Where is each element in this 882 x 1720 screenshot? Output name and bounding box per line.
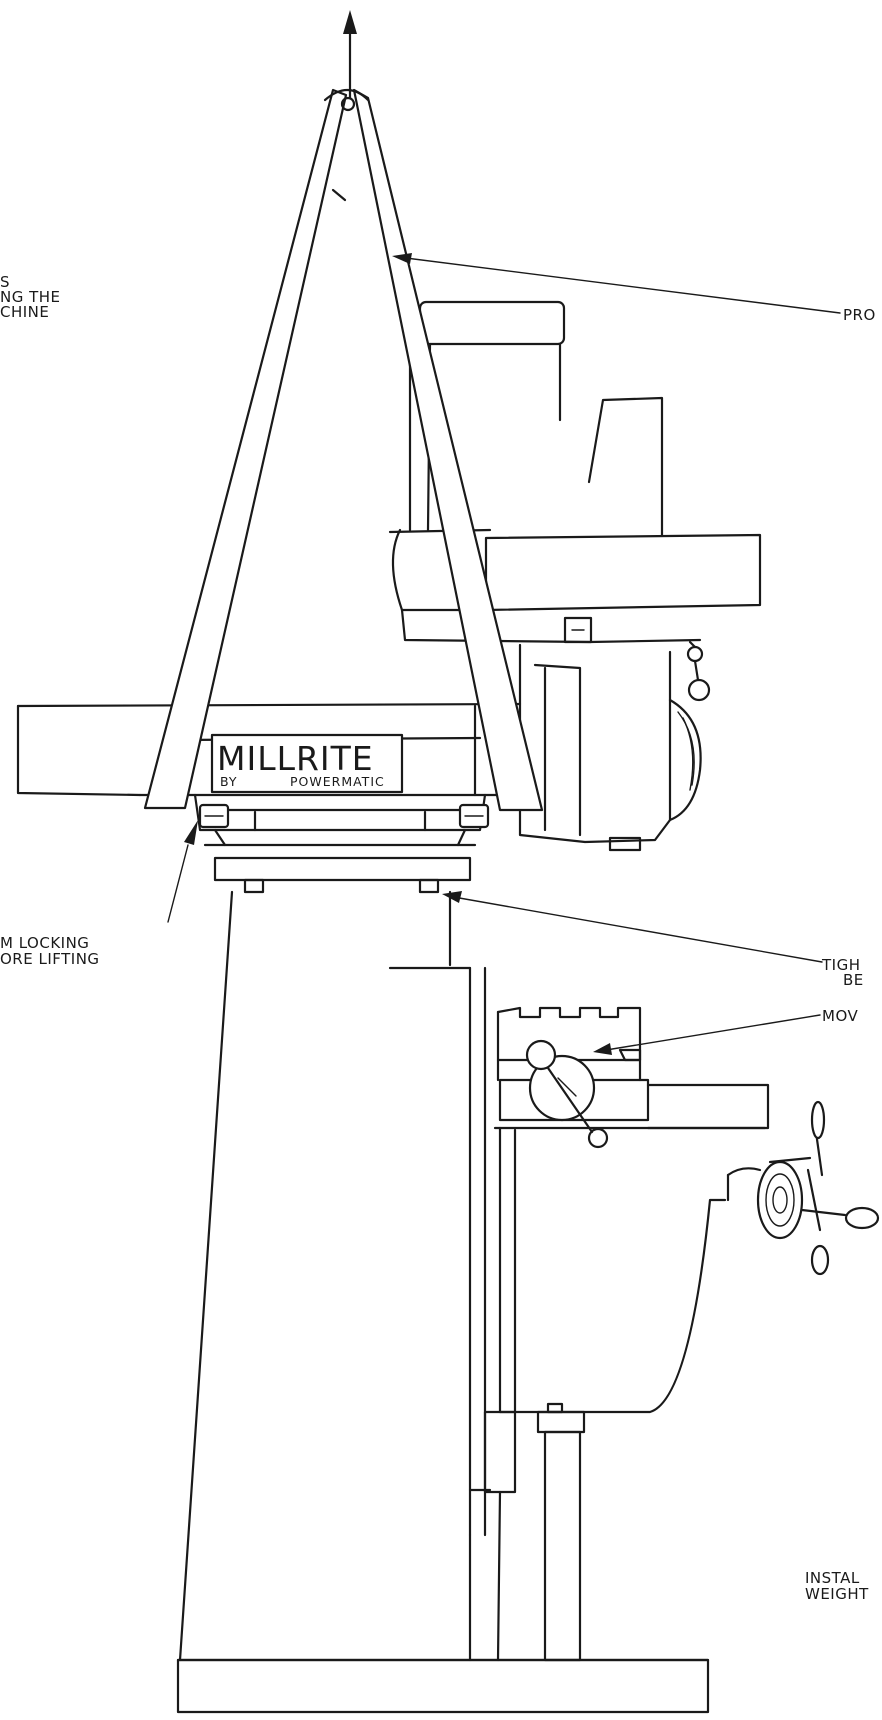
column bbox=[178, 890, 492, 1662]
left-callout-text: S NG THE CHINE M LOCKING ORE LIFTING bbox=[0, 273, 100, 968]
label-top-left-3: CHINE bbox=[0, 303, 49, 321]
label-top-left-1: S bbox=[0, 273, 10, 291]
elevating-screw bbox=[483, 1402, 586, 1662]
brand-by: BY bbox=[220, 774, 238, 789]
brand-maker: POWERMATIC bbox=[290, 774, 385, 789]
up-arrow-icon bbox=[343, 10, 357, 100]
ram-locking-bolts bbox=[198, 803, 490, 894]
table-and-saddle bbox=[493, 1006, 770, 1149]
label-right-mov: MOV bbox=[822, 1007, 858, 1025]
turret-base bbox=[193, 793, 487, 882]
lifting-sling bbox=[143, 88, 544, 812]
callout-leaders bbox=[167, 253, 841, 1055]
label-right-mid-1: TIGH bbox=[821, 956, 861, 974]
label-top-left-2: NG THE bbox=[0, 288, 61, 306]
label-right-mid-2: BE bbox=[843, 971, 864, 989]
label-left-mid-2: ORE LIFTING bbox=[0, 950, 100, 968]
brand-plate: MILLRITE BY POWERMATIC bbox=[210, 733, 404, 794]
base bbox=[176, 1658, 710, 1714]
brand-name: MILLRITE bbox=[217, 739, 374, 778]
knee bbox=[498, 1126, 762, 1414]
label-bottom-right-1: INSTAL bbox=[805, 1569, 860, 1587]
crank-handle bbox=[756, 1100, 880, 1276]
right-callout-text: PRO TIGH BE MOV INSTAL WEIGHT bbox=[805, 306, 876, 1603]
label-left-mid-1: M LOCKING bbox=[0, 934, 89, 952]
quill-and-gearbox bbox=[518, 643, 702, 852]
spindle-head bbox=[388, 396, 762, 702]
label-right-top: PRO bbox=[843, 306, 876, 324]
label-bottom-right-2: WEIGHT bbox=[805, 1585, 869, 1603]
